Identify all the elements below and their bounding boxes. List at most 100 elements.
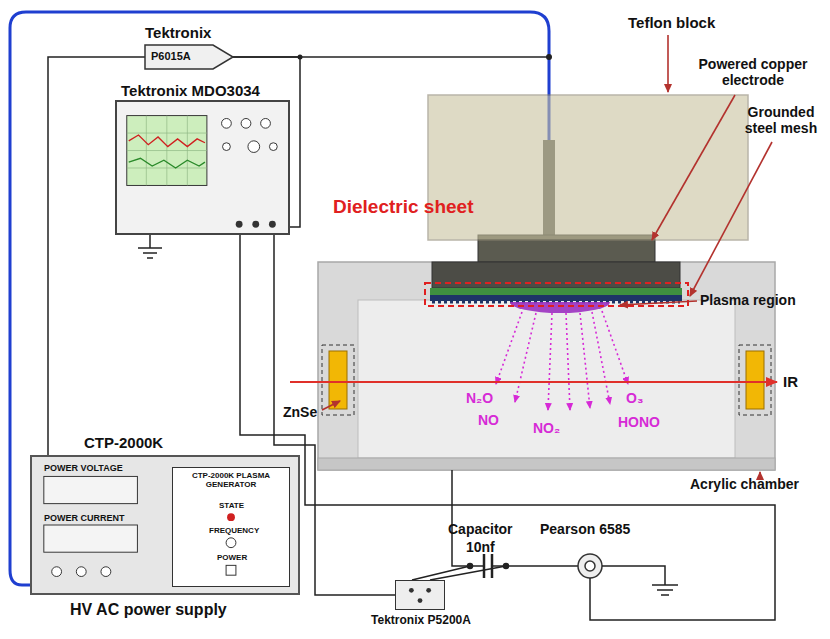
ground-symbol-part	[147, 257, 153, 259]
oscilloscope-shape-part	[223, 143, 231, 151]
node-text: POWER VOLTAGE	[44, 463, 123, 473]
oscilloscope-shape-part	[236, 221, 243, 228]
leader-arrows	[322, 35, 772, 475]
node-text: FREQUENCY	[209, 526, 259, 535]
gas-arrows-part	[496, 312, 522, 384]
gas-arrows-part	[602, 311, 628, 384]
voltage-probe: TektronixP6015A	[145, 45, 233, 69]
part-label: Pearson 6585	[540, 521, 630, 537]
part-label: Grounded steel mesh	[738, 104, 824, 136]
power-supply-box: CTP-2000KPOWER VOLTAGEPOWER CURRENTHV AC…	[30, 455, 300, 595]
generator-panel-shape-part	[226, 538, 236, 548]
measurement-circuit-part	[661, 594, 669, 596]
teflon-block-part	[428, 95, 748, 240]
gas-arrows-part	[515, 313, 536, 402]
power-supply-box-shape-part	[44, 525, 138, 552]
differential-probe: Tektronix P5200A	[395, 580, 445, 610]
generator-panel: CTP-2000K PLASMA GENERATOR STATE FREQUENCY…	[172, 467, 290, 587]
acrylic-chamber-part	[318, 458, 775, 470]
node-text: CTP-2000K	[84, 434, 163, 451]
oscilloscope-shape-part	[129, 135, 205, 147]
part-label: ZnSe	[283, 404, 317, 420]
leader-arrows-part	[667, 35, 669, 92]
measurement-circuit-part	[468, 564, 473, 569]
ground-symbol	[138, 235, 162, 258]
generator-panel-shape-part	[226, 565, 236, 575]
ir-beam	[290, 381, 777, 383]
electrode-stack-part	[430, 288, 682, 295]
part-label: Capacitor	[448, 521, 513, 537]
gas-arrows-part	[566, 313, 570, 410]
oscilloscope-shape-part	[127, 116, 207, 186]
electrode-stack-part	[432, 262, 680, 288]
oscilloscope-shape-part	[261, 118, 271, 128]
measurement-circuit-part	[652, 584, 678, 586]
ground-symbol-part	[149, 235, 151, 248]
oscilloscope-shape-part	[129, 158, 205, 168]
oscilloscope-shape-part	[248, 141, 260, 153]
measurement-circuit-part	[240, 235, 775, 620]
leader-arrows-part	[652, 95, 735, 240]
ground-symbol-part	[143, 252, 157, 254]
gas-arrows-part	[548, 313, 552, 410]
electrode-stack-part	[510, 302, 610, 313]
generator-panel-shape-part	[227, 513, 235, 521]
part-label: N₂O	[466, 390, 493, 406]
part-label: NO₂	[533, 420, 560, 436]
differential-probe-shape-part	[426, 588, 431, 593]
part-label: O₃	[626, 390, 643, 406]
dielectric-highlight	[425, 283, 688, 306]
leader-arrows-part	[759, 472, 761, 475]
node-text: Tektronix MDO3034	[121, 82, 260, 99]
voltage-probe-shape-part	[145, 45, 233, 69]
part-label: Acrylic chamber	[690, 476, 799, 492]
measurement-circuit-part	[578, 554, 602, 578]
part-label: IR	[783, 373, 798, 390]
oscilloscope-shape	[117, 102, 288, 233]
node-text: STATE	[219, 501, 244, 510]
znse-window-part	[746, 351, 764, 409]
part-label: Dielectric sheet	[333, 196, 473, 218]
measurement-circuit-part	[483, 554, 486, 578]
ground-symbol-part	[138, 247, 162, 249]
leader-arrows-part	[322, 401, 340, 410]
differential-probe-shape-part	[418, 598, 423, 603]
measurement-circuit-part	[504, 564, 509, 569]
acrylic-chamber-part	[358, 300, 735, 458]
part-label: Plasma region	[700, 292, 796, 308]
znse-window-part	[739, 345, 771, 415]
power-supply-box-shape-part	[101, 567, 111, 577]
node-text: POWER	[217, 553, 247, 562]
znse-window-part	[329, 351, 347, 409]
differential-probe-shape	[396, 581, 444, 609]
measurement-circuit-part	[585, 561, 595, 571]
node-text: POWER CURRENT	[44, 513, 125, 523]
oscilloscope-shape-part	[252, 221, 259, 228]
leader-arrows-part	[690, 142, 772, 296]
power-supply-box-shape-part	[52, 567, 62, 577]
gas-arrows-part	[580, 313, 590, 408]
oscilloscope-shape-part	[269, 221, 276, 228]
znse-window	[322, 345, 771, 415]
teflon-block	[428, 95, 748, 240]
leader-arrows-part	[620, 301, 697, 305]
electrode-stack-part	[430, 295, 682, 301]
differential-probe-shape-part	[409, 588, 414, 593]
znse-window-part	[322, 345, 354, 415]
oscilloscope-shape-part	[127, 116, 207, 186]
probe-wire-part	[546, 54, 552, 60]
part-label: Powered copper electrode	[688, 56, 818, 88]
part-label: HONO	[618, 414, 660, 430]
part-label: Teflon block	[628, 14, 715, 31]
part-label: NO	[478, 412, 499, 428]
measurement-circuit	[240, 235, 775, 620]
oscilloscope-shape-part	[269, 143, 277, 151]
part-label: 10nf	[466, 539, 495, 555]
node-text: CTP-2000K PLASMA GENERATOR	[177, 471, 285, 489]
node-text: HV AC power supply	[70, 601, 227, 619]
oscilloscope-shape-part	[241, 118, 251, 128]
gas-arrows	[496, 311, 628, 410]
node-text: Tektronix	[145, 24, 211, 41]
oscilloscope: Tektronix MDO3034	[115, 100, 290, 235]
